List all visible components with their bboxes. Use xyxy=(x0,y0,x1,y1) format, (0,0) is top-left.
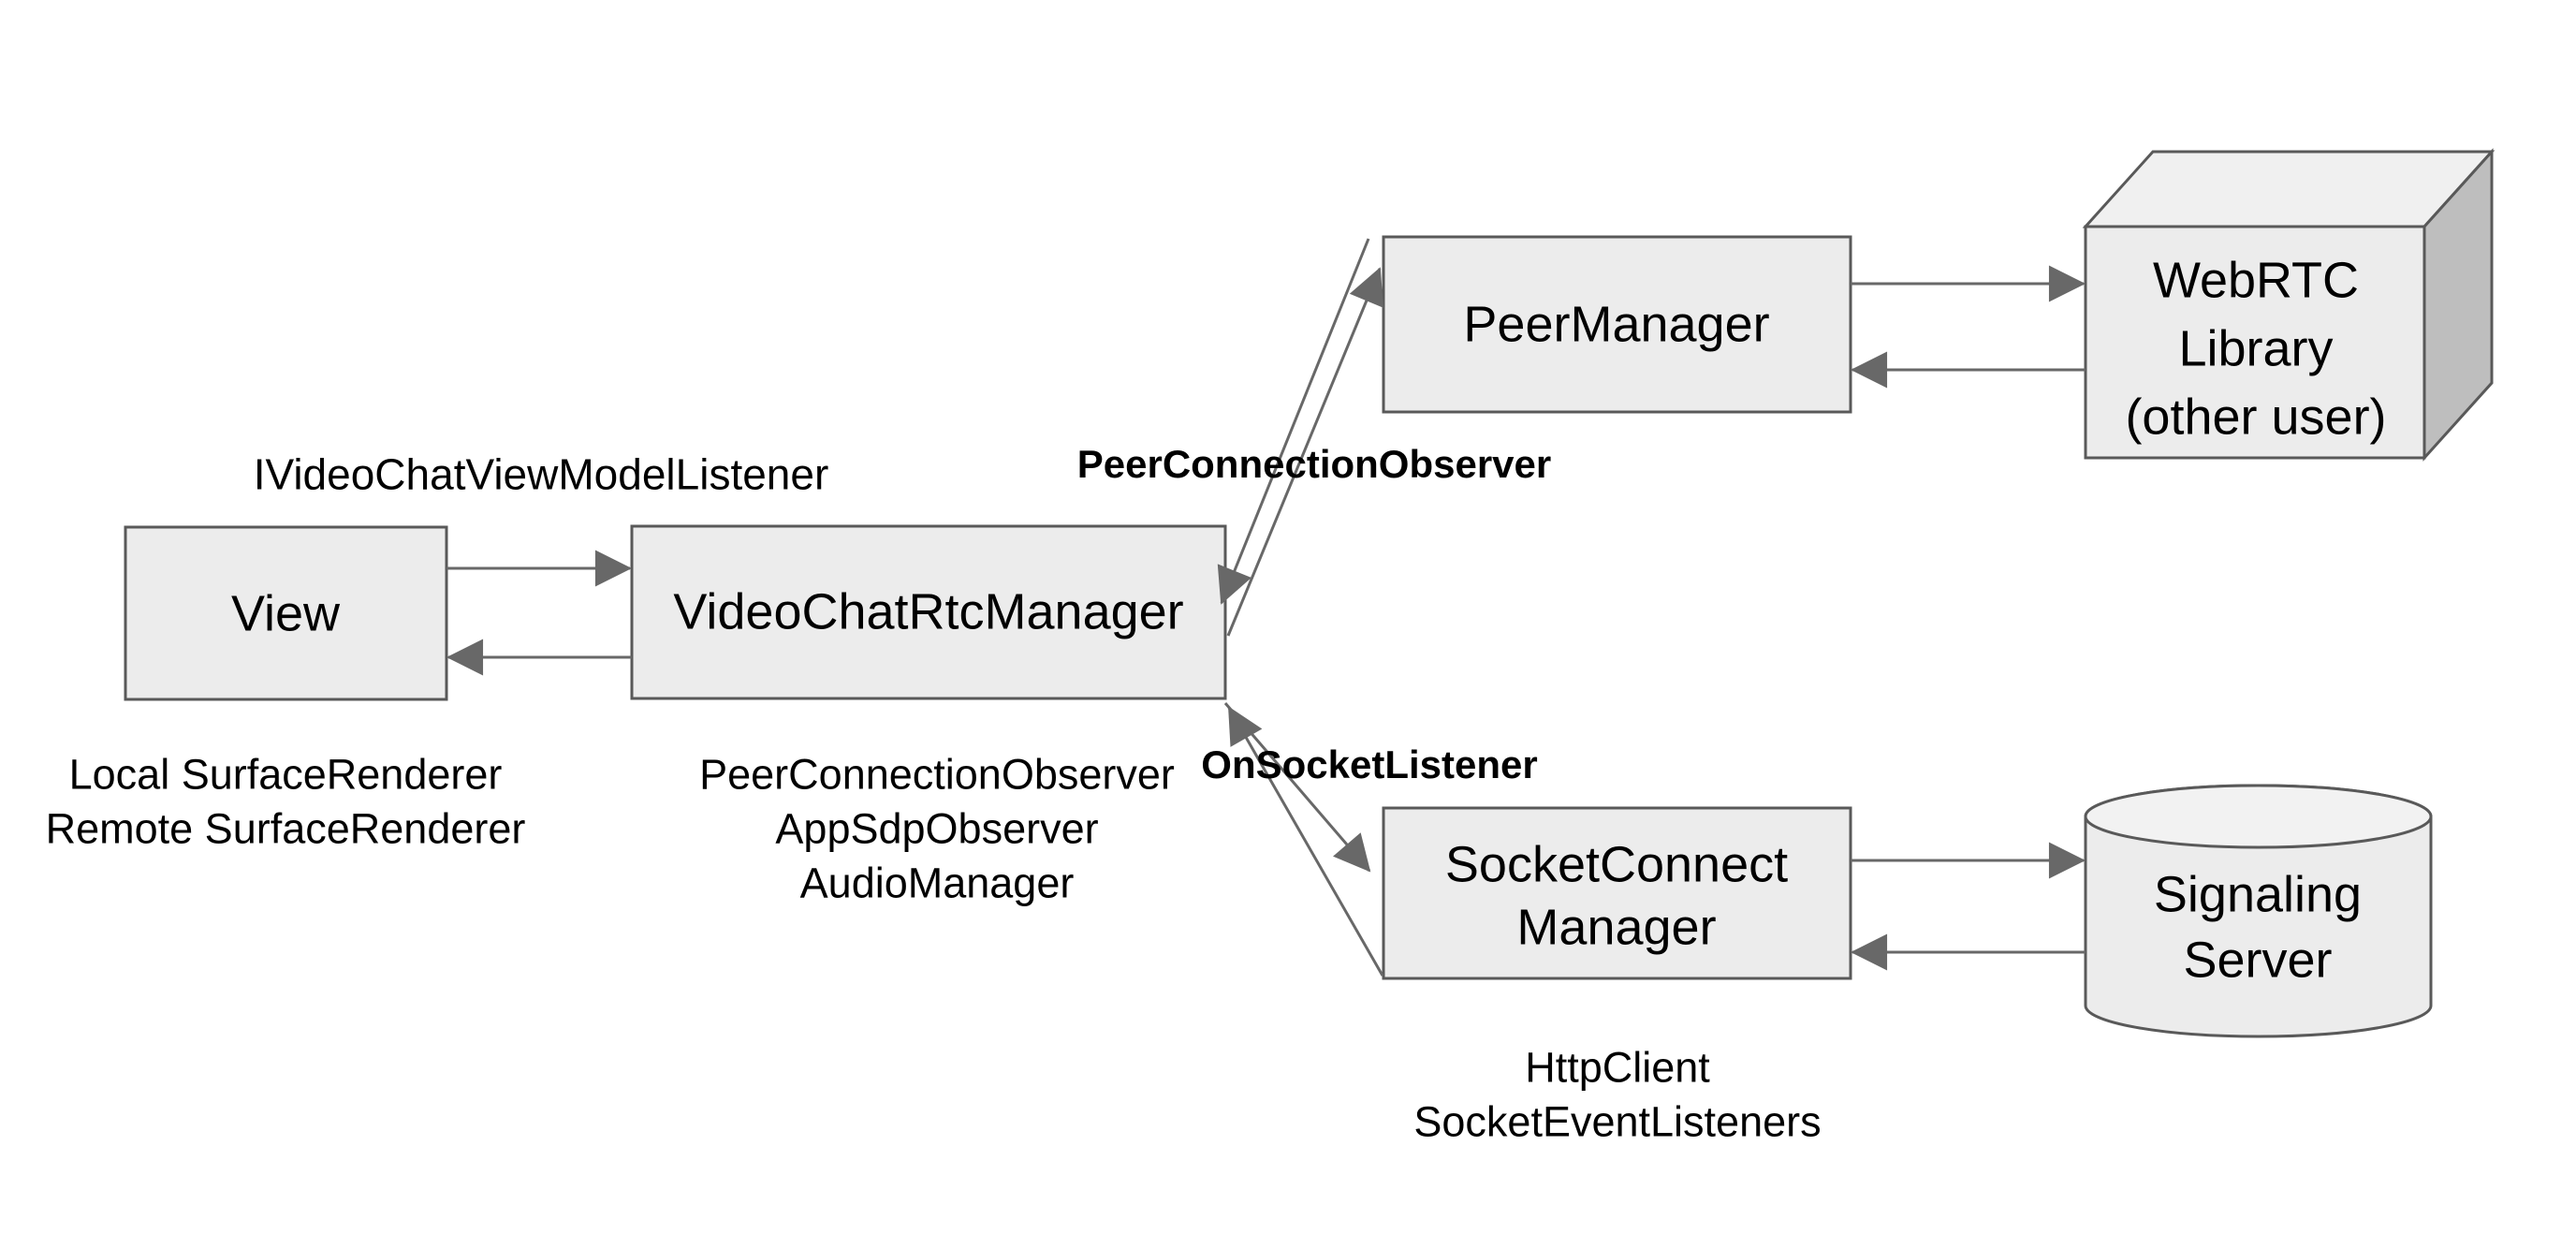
video-chat-rtc-manager-node-label: VideoChatRtcManager xyxy=(673,583,1184,640)
socket-connect-manager-node-shape xyxy=(1382,806,1852,980)
signaling-server-cylinder-shape xyxy=(2084,784,2433,1038)
webrtc-library-node-label-line1: WebRTC xyxy=(2152,252,2360,309)
video-chat-rtc-manager-node-shape xyxy=(630,524,1227,700)
socket-connect-manager-node-label-line1: SocketConnect xyxy=(1444,836,1789,893)
socketmanager-sublabel-socketeventlisteners: SocketEventListeners xyxy=(1413,1097,1822,1146)
rtcmanager-sublabel-peerconnectionobserver: PeerConnectionObserver xyxy=(699,750,1175,799)
webrtc-library-node-label-line3: (other user) xyxy=(2125,389,2387,446)
view-node-label: View xyxy=(230,585,341,642)
rtcmanager-sublabel-audiomanager: AudioManager xyxy=(799,859,1075,907)
webrtc-cube-front-face xyxy=(2084,225,2426,460)
ivideochatviewmodellistener-label: IVideoChatViewModelListener xyxy=(253,449,829,499)
on-socket-listener-edge-label: OnSocketListener xyxy=(1201,742,1538,786)
peer-manager-node-shape xyxy=(1382,235,1852,414)
arrow-rtcmanager-to-peermanager xyxy=(1226,267,1383,637)
webrtc-library-cube-shape xyxy=(2082,148,2496,462)
socket-connect-manager-node-label-line2: Manager xyxy=(1516,899,1717,956)
peer-connection-observer-edge-label: PeerConnectionObserver xyxy=(1076,441,1552,486)
webrtc-cube-top-face xyxy=(2082,150,2496,228)
socketmanager-sublabel-httpclient: HttpClient xyxy=(1525,1043,1710,1092)
view-sublabel-local-surfacerenderer: Local SurfaceRenderer xyxy=(68,750,503,799)
peer-manager-node-label: PeerManager xyxy=(1463,296,1770,353)
signaling-server-node-label-line2: Server xyxy=(2183,932,2333,989)
arrow-rtcmanager-to-socketmanager xyxy=(1223,702,1371,873)
view-sublabel-remote-surfacerenderer: Remote SurfaceRenderer xyxy=(45,804,526,853)
view-node-shape xyxy=(124,525,448,701)
webrtc-library-node-label-line2: Library xyxy=(2178,320,2334,377)
arrow-socketmanager-to-rtcmanager xyxy=(1227,706,1384,977)
arrow-peermanager-to-rtcmanager xyxy=(1217,238,1370,605)
signaling-cylinder-top xyxy=(2084,784,2433,849)
signaling-server-node-label-line1: Signaling xyxy=(2153,866,2363,923)
rtcmanager-sublabel-appsdpobserver: AppSdpObserver xyxy=(775,804,1099,853)
